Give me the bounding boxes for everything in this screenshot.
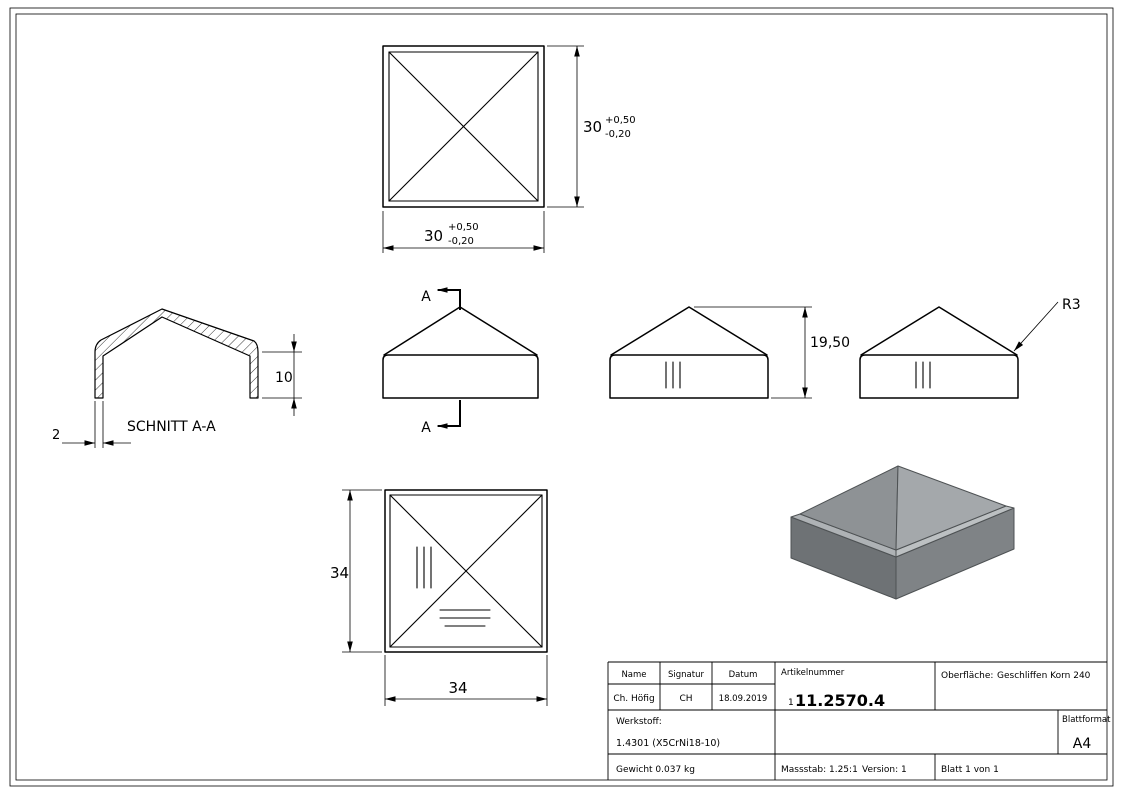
top-view-outer-square: [382, 45, 545, 208]
radius-callout: R3: [1013, 297, 1081, 352]
value-oberflaeche: Geschliffen Korn 240: [997, 671, 1091, 681]
dim-section-wall-value: 2: [52, 428, 60, 443]
dim-bottom-left-value: 34: [330, 564, 349, 582]
dim-top-right-value: 30: [583, 118, 602, 136]
value-blatt: Blatt 1 von 1: [941, 765, 999, 775]
surface-marks-vertical: [416, 546, 432, 589]
view-top: 30 +0,50 -0,20 30 +0,50 -0,20: [382, 45, 636, 253]
view-front: A A: [382, 287, 539, 436]
value-gewicht: Gewicht 0.037 kg: [616, 765, 695, 775]
radius-view-base: [859, 354, 1019, 399]
value-massstab: Massstab: 1.25:1: [781, 765, 858, 775]
section-profile-hatched: [94, 308, 259, 399]
drawing-frame: [9, 7, 1114, 787]
frame-inner: [15, 13, 1108, 781]
surface-marks: [915, 361, 931, 389]
value-signatur: CH: [679, 694, 692, 704]
dimension-top-bottom: 30 +0,50 -0,20: [382, 211, 545, 253]
front-view-base: [382, 354, 539, 399]
value-version: Version: 1: [862, 765, 907, 775]
frame-outer: [9, 7, 1114, 787]
iso-pyramid-face-right: [895, 465, 1007, 551]
value-datum: 18.09.2019: [719, 694, 768, 704]
section-letter-top: A: [421, 289, 431, 305]
bottom-view-inner-square: [389, 494, 543, 648]
header-signatur: Signatur: [668, 670, 704, 680]
dim-section-height-value: 10: [275, 370, 293, 386]
section-arrow-bottom: A: [421, 400, 461, 436]
dim-side-height-value: 19,50: [810, 335, 850, 351]
surface-marks-horizontal: [439, 609, 491, 627]
section-arrow-top: A: [421, 287, 461, 310]
view-section: 10 2 SCHNITT A-A: [52, 308, 302, 448]
value-name: Ch. Höfig: [613, 694, 654, 704]
dimension-side-height: 19,50: [694, 306, 850, 399]
value-blattformat: A4: [1073, 736, 1092, 752]
top-view-diagonal-2: [388, 51, 539, 202]
radius-callout-label: R3: [1062, 297, 1081, 313]
dim-top-right-tol-plus: +0,50: [605, 115, 636, 126]
dim-top-bottom-tol-plus: +0,50: [448, 222, 479, 233]
title-block: Name Signatur Datum Artikelnummer Oberfl…: [607, 661, 1111, 780]
header-datum: Datum: [729, 670, 758, 680]
dimension-section-height: 10: [262, 334, 302, 416]
dimension-bottom-left: 34: [330, 489, 382, 653]
dimension-top-right: 30 +0,50 -0,20: [547, 45, 636, 208]
value-werkstoff: 1.4301 (X5CrNi18-10): [616, 738, 720, 749]
radius-view-pyramid: [860, 306, 1018, 356]
section-letter-bottom: A: [421, 420, 431, 436]
dim-top-bottom-tol-minus: -0,20: [448, 236, 474, 247]
dimension-bottom-bottom: 34: [384, 655, 548, 706]
side-view-base: [609, 354, 769, 399]
view-radius: R3: [859, 297, 1081, 399]
view-isometric-3d: [790, 465, 1015, 600]
dim-bottom-bottom-value: 34: [448, 679, 467, 697]
label-oberflaeche: Oberfläche:: [941, 671, 993, 681]
label-werkstoff: Werkstoff:: [616, 717, 662, 727]
header-name: Name: [621, 670, 646, 680]
view-bottom: 34 34: [330, 489, 548, 706]
front-view-pyramid: [383, 306, 538, 356]
dimension-section-wall: 2: [52, 401, 131, 448]
dim-top-bottom-value: 30: [424, 227, 443, 245]
top-view-inner-square: [388, 51, 539, 202]
view-side: 19,50: [609, 306, 850, 399]
label-blattformat: Blattformat: [1062, 715, 1111, 725]
header-artikelnummer: Artikelnummer: [781, 668, 845, 678]
side-view-pyramid: [610, 306, 768, 356]
artikelnummer-prefix: 1: [788, 698, 794, 708]
section-view-label: SCHNITT A-A: [127, 419, 216, 435]
bottom-view-diagonal-2: [389, 494, 543, 648]
bottom-view-outer-square: [384, 489, 548, 653]
surface-marks: [665, 361, 681, 389]
value-artikelnummer: 11.2570.4: [795, 691, 885, 710]
dim-top-right-tol-minus: -0,20: [605, 129, 631, 140]
